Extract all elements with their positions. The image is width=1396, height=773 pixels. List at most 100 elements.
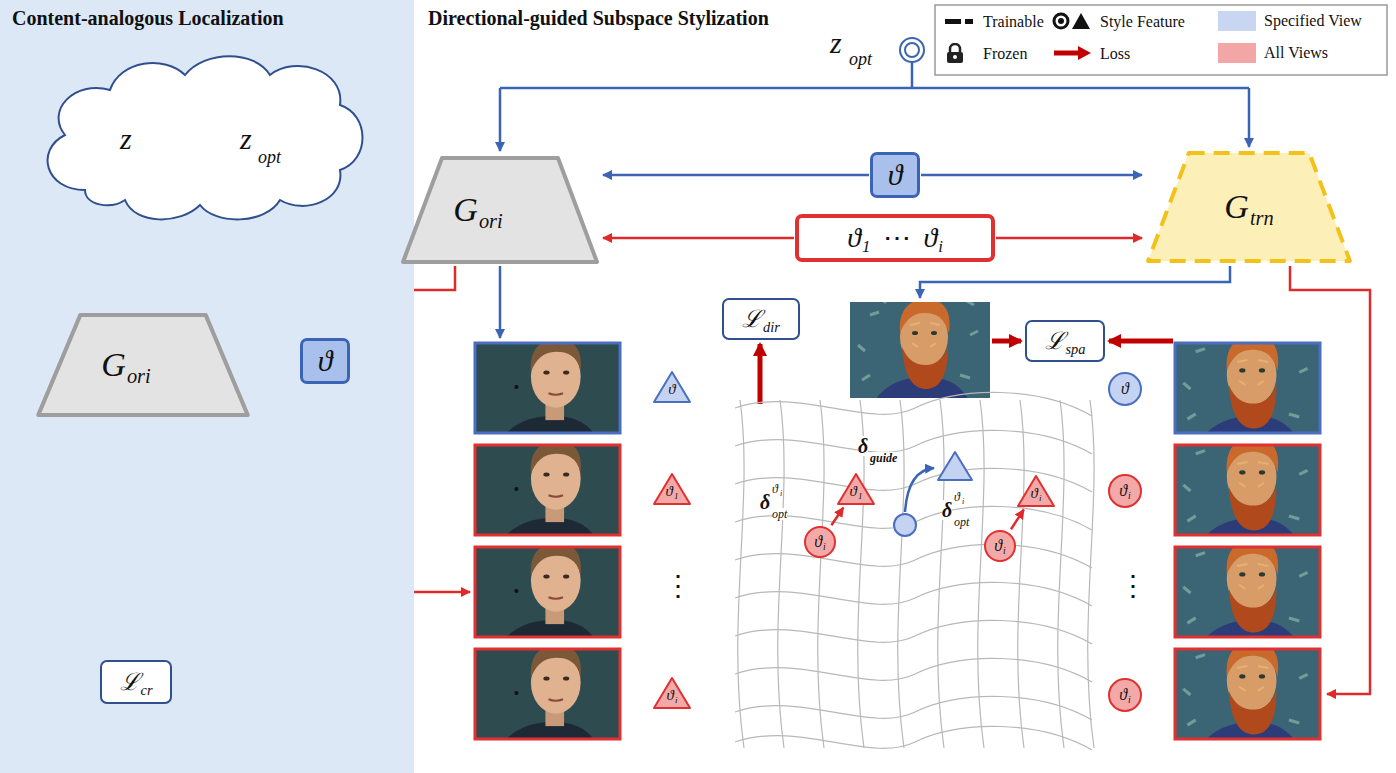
text-holder: Gori (400, 155, 600, 265)
legend-entry: Frozen (945, 43, 1027, 65)
math-symbol: opt (258, 148, 281, 166)
text-row: ℒdir (742, 307, 780, 331)
math-symbol: ϑ (1119, 687, 1127, 703)
math-symbol: δ (858, 436, 868, 456)
subscript: 1 (674, 492, 679, 501)
text-holder: Gori (35, 312, 251, 418)
loss-box: ℒdir (722, 298, 800, 340)
text-row: ϑ (318, 346, 333, 376)
legend-entry: Specified View (1218, 11, 1362, 31)
superscript: i (962, 498, 964, 506)
math-symbol: G (101, 348, 126, 382)
ellipsis: ⋮ (1119, 572, 1147, 600)
text-holder: ϑ1⋯ϑi (799, 218, 991, 258)
text-row: Gori (453, 193, 502, 227)
legend-sample (945, 43, 975, 65)
text-row: ϑ1 (666, 484, 679, 499)
legend-text: Loss (1100, 46, 1130, 62)
view-box: ϑ (870, 152, 920, 198)
text-row: ϑi (814, 534, 826, 550)
text-holder: ϑ (873, 155, 917, 195)
math-symbol: ℒ (120, 670, 140, 694)
subscript: opt (954, 516, 969, 528)
superscript: ϑ (954, 491, 960, 503)
cloud-outline (25, 40, 375, 230)
panel-heading: Content-analogous Localization (12, 8, 284, 28)
math-symbol: z (240, 124, 252, 154)
text-row: Gori (101, 348, 150, 382)
connector-arrow (921, 174, 1142, 177)
legend-entry: Style Feature (1052, 11, 1185, 33)
subscript: ori (127, 366, 151, 386)
math-symbol: G (453, 193, 478, 227)
connector-arrow (831, 508, 843, 526)
math-symbol: ϑ (850, 484, 857, 499)
math-symbol: ϑ (668, 382, 675, 397)
subscript: i (675, 696, 678, 705)
views-box: ϑ1⋯ϑi (795, 214, 995, 262)
text-holder: ϑi (1110, 476, 1140, 506)
math-symbol: ϑ (923, 224, 937, 252)
style-feature-triangle: ϑ (652, 370, 692, 404)
style-feature-triangle: ϑi (652, 676, 692, 710)
subscript: ori (479, 211, 503, 231)
text-holder: ℒspa (1027, 322, 1103, 360)
math-symbol: ϑ (888, 160, 903, 190)
text-row: ϑi (667, 688, 678, 703)
text-row: ℒspa (1045, 329, 1086, 353)
text-holder: ϑi (986, 532, 1014, 560)
math-symbol: ⋯ (883, 224, 911, 252)
connector-arrow (603, 174, 869, 177)
text-holder: Gtrn (1145, 150, 1353, 264)
style-feature-triangle: ϑi (1016, 474, 1056, 508)
generator-trapezoid: Gori (35, 312, 251, 418)
math-symbol: δ (942, 500, 952, 520)
text-holder: ϑ (1110, 374, 1140, 404)
subscript: i (1039, 494, 1042, 503)
text-row: ϑi (1119, 483, 1131, 499)
subscript: cr (141, 683, 153, 697)
subscript: dir (763, 320, 780, 334)
subscript: i (938, 239, 943, 256)
math-symbol: ϑ (1121, 381, 1129, 397)
subscript: i (1003, 546, 1006, 556)
text-row: ℒcr (120, 670, 153, 694)
text-row: ϑi (1031, 486, 1042, 501)
legend-text: Specified View (1264, 13, 1362, 29)
text-holder: ϑi (806, 528, 834, 556)
math-symbol: ϑ (667, 688, 674, 703)
text-row: Gtrn (1224, 190, 1273, 224)
math-symbol: ϑ (994, 538, 1002, 554)
stage-panel: Content-analogous LocalizationzzoptGoriϑ… (0, 0, 414, 773)
subscript: guide (870, 452, 897, 464)
legend-sample (1052, 11, 1092, 33)
subscript: spa (1066, 342, 1086, 356)
text-holder: ϑ1 (836, 472, 876, 506)
legend-text: Style Feature (1100, 14, 1185, 30)
legend-entry: All Views (1218, 43, 1328, 63)
math-symbol: ϑ (847, 224, 861, 252)
math-symbol: ℒ (1045, 329, 1065, 353)
subscript: 1 (858, 492, 863, 501)
text-row: ϑ (668, 382, 675, 397)
math-symbol: ϑ (318, 346, 333, 376)
text-holder: ϑ1 (652, 472, 692, 506)
legend-swatch (1218, 43, 1256, 63)
subscript: i (1128, 491, 1131, 501)
legend-entry: Loss (1052, 43, 1130, 65)
style-feature-circle: ϑi (804, 526, 836, 558)
legend-entry: Trainable (945, 11, 1044, 33)
loss-box: ℒspa (1025, 320, 1105, 362)
text-row: ϑi (1119, 687, 1131, 703)
panel-heading: Directional-guided Subspace Stylization (428, 8, 769, 28)
style-feature-circle: ϑ (1108, 372, 1142, 406)
style-feature-circle: ϑi (1108, 474, 1142, 508)
subscript: trn (1250, 208, 1274, 228)
text-holder: ϑi (652, 676, 692, 710)
subscript: i (1128, 695, 1131, 705)
math-symbol: ϑ (1031, 486, 1038, 501)
legend-text: Frozen (983, 46, 1027, 62)
connector-arrow (1011, 510, 1024, 530)
subscript: opt (772, 508, 787, 520)
